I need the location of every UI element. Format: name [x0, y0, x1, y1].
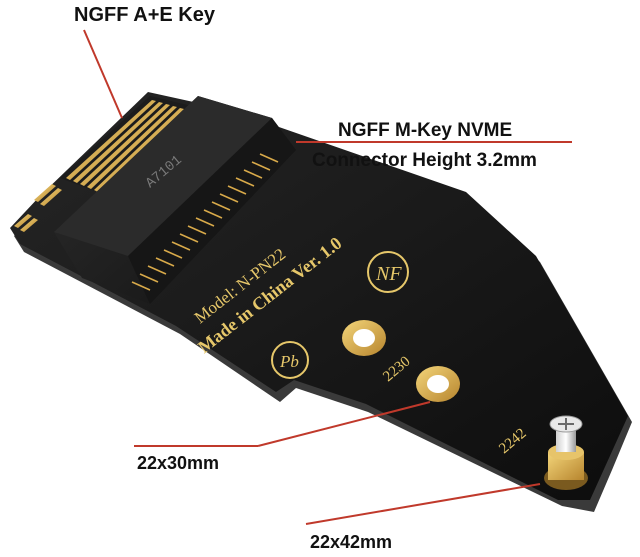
mounting-hole-22x30 — [416, 366, 460, 402]
standoff-screw-2242 — [544, 415, 588, 490]
callout-mkey-nvme: NGFF M-Key NVME — [338, 120, 513, 141]
callout-connector-height: Connector Height 3.2mm — [312, 150, 537, 171]
callout-ae-key: NGFF A+E Key — [74, 4, 215, 26]
callout-22x30: 22x30mm — [137, 453, 220, 473]
pb-free-logo: Pb — [271, 341, 309, 379]
nf-logo: NF — [367, 251, 409, 293]
callout-22x42: 22x42mm — [310, 532, 393, 552]
svg-text:Pb: Pb — [279, 352, 299, 371]
mounting-hole-2230 — [342, 320, 386, 356]
m-key-socket: A7101 — [54, 96, 296, 304]
svg-text:NF: NF — [375, 263, 402, 285]
callout-lines — [83, 29, 572, 525]
